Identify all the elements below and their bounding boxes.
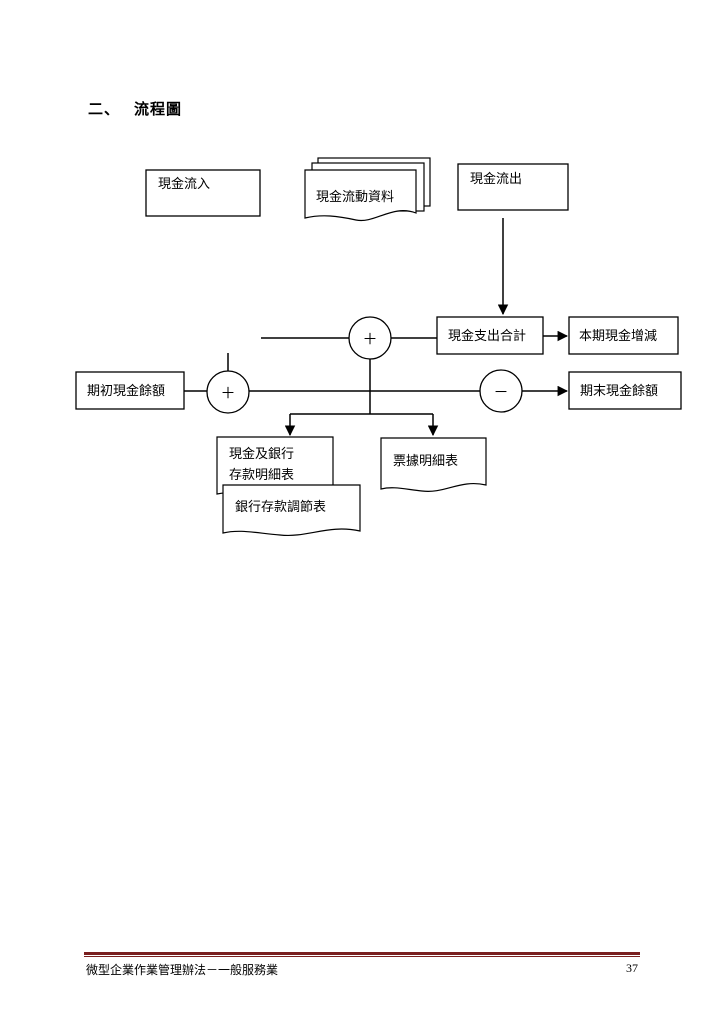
cash-outflow-label: 現金流出: [470, 171, 522, 187]
bank-reconciliation-document: 銀行存款調節表: [222, 484, 361, 537]
cash-inflow-label: 現金流入: [158, 176, 210, 192]
minus-sign: －: [493, 383, 508, 401]
plus-circle-lower: ＋: [206, 370, 250, 414]
plus-sign-lower: ＋: [220, 384, 235, 402]
cash-bank-detail-document: 現金及銀行 存款明細表: [216, 436, 334, 498]
cash-bank-detail-line2: 存款明細表: [229, 468, 294, 483]
plus-circle-upper: ＋: [348, 316, 392, 360]
opening-balance-label: 期初現金餘額: [87, 383, 165, 399]
closing-balance-box: 期末現金餘額: [568, 371, 682, 410]
section-number: 二、: [88, 100, 121, 118]
footer-rule-thin: [84, 956, 640, 957]
cash-inflow-box: 現金流入: [145, 169, 261, 217]
plus-sign-upper: ＋: [362, 330, 377, 348]
period-change-label: 本期現金增減: [579, 328, 657, 344]
notes-detail-document: 票據明細表: [380, 437, 487, 492]
cash-outflow-box: 現金流出: [457, 163, 569, 211]
notes-detail-label: 票據明細表: [393, 454, 458, 469]
bank-reconciliation-label: 銀行存款調節表: [235, 500, 326, 515]
period-change-box: 本期現金增減: [568, 316, 679, 355]
closing-balance-label: 期末現金餘額: [580, 383, 658, 399]
cash-bank-detail-line1: 現金及銀行: [229, 446, 294, 462]
section-heading: 二、流程圖: [88, 98, 182, 119]
footer-text: 微型企業作業管理辦法－一般服務業: [86, 963, 279, 977]
section-title: 流程圖: [134, 100, 183, 118]
cash-flow-data-documents: 現金流動資料: [304, 157, 431, 222]
minus-circle: －: [479, 369, 523, 413]
total-expenditure-label: 現金支出合計: [448, 328, 526, 344]
opening-balance-box: 期初現金餘額: [75, 371, 185, 410]
total-expenditure-box: 現金支出合計: [436, 316, 544, 355]
footer-rule: [84, 952, 640, 955]
cash-flow-data-label: 現金流動資料: [316, 189, 394, 205]
page-number: 37: [626, 961, 638, 975]
